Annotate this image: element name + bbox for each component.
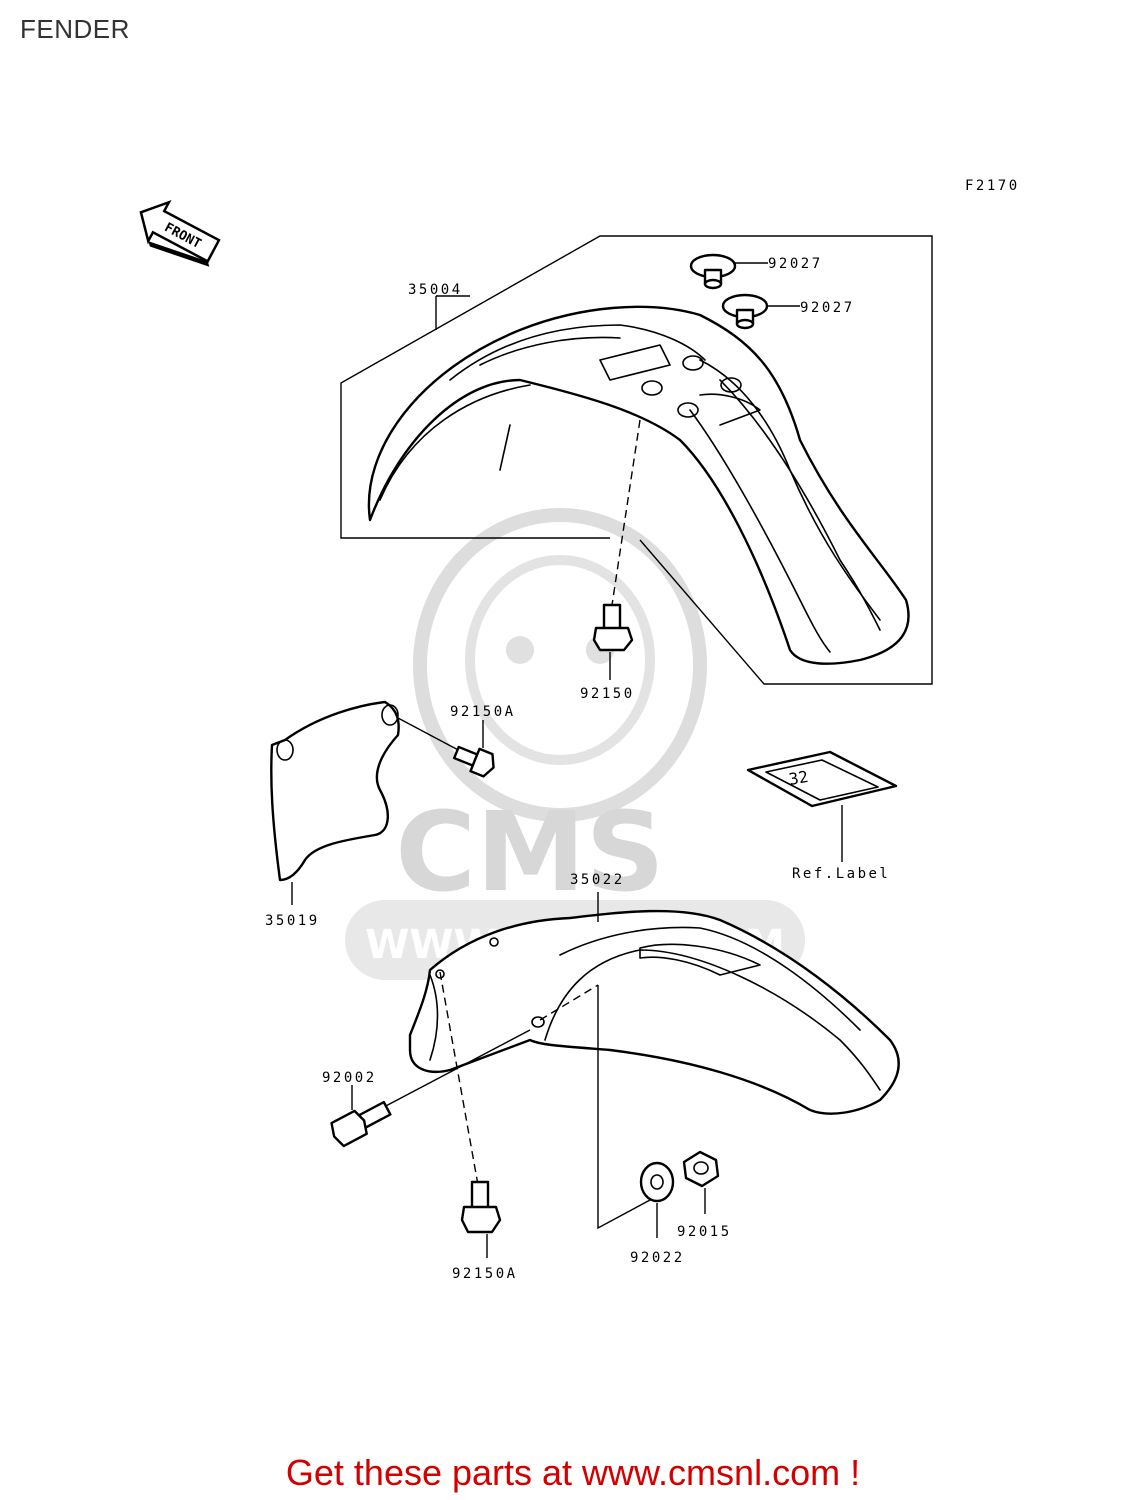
callout-washer: 92022 (630, 1250, 685, 1266)
callout-bolt-front: 92150 (580, 686, 635, 702)
bolt-bottom[interactable] (460, 1180, 502, 1234)
callout-rear-fender: 35022 (570, 872, 625, 888)
callout-grommet-1: 92027 (768, 256, 823, 272)
front-arrow-icon: FRONT (139, 199, 221, 267)
callout-grommet-2: 92027 (800, 300, 855, 316)
footer-shop-link[interactable]: Get these parts at www.cmsnl.com ! (285, 1452, 861, 1493)
grommet-upper[interactable] (689, 253, 737, 290)
bolt-rear-fender[interactable] (328, 1097, 393, 1148)
mud-flap[interactable] (270, 700, 400, 882)
ref-label-code: 32 (787, 767, 809, 789)
grommet-lower[interactable] (721, 293, 769, 330)
cms-watermark: CMS WWW.CMSNL.COM (345, 508, 805, 980)
callout-flap: 35019 (265, 913, 320, 929)
figure-code: F2170 (965, 178, 1020, 194)
rear-fender[interactable] (408, 909, 900, 1115)
bolt-front-fender[interactable] (592, 603, 634, 652)
callout-bolt-bottom: 92150A (452, 1266, 518, 1282)
callout-ref-label: Ref.Label (792, 866, 890, 882)
watermark-logo: CMS (395, 788, 664, 916)
front-fender[interactable] (367, 305, 910, 665)
reference-label[interactable]: 32 (746, 750, 898, 808)
washer[interactable] (639, 1161, 675, 1203)
page-title: FENDER (20, 14, 130, 44)
callout-nut: 92015 (677, 1224, 732, 1240)
bolt-flap[interactable] (452, 741, 498, 778)
nut[interactable] (682, 1150, 720, 1188)
callout-bolt-rear: 92002 (322, 1070, 377, 1086)
front-fender-frame (340, 235, 933, 685)
callout-front-fender: 35004 (408, 282, 463, 298)
callout-bolt-flap: 92150A (450, 704, 516, 720)
